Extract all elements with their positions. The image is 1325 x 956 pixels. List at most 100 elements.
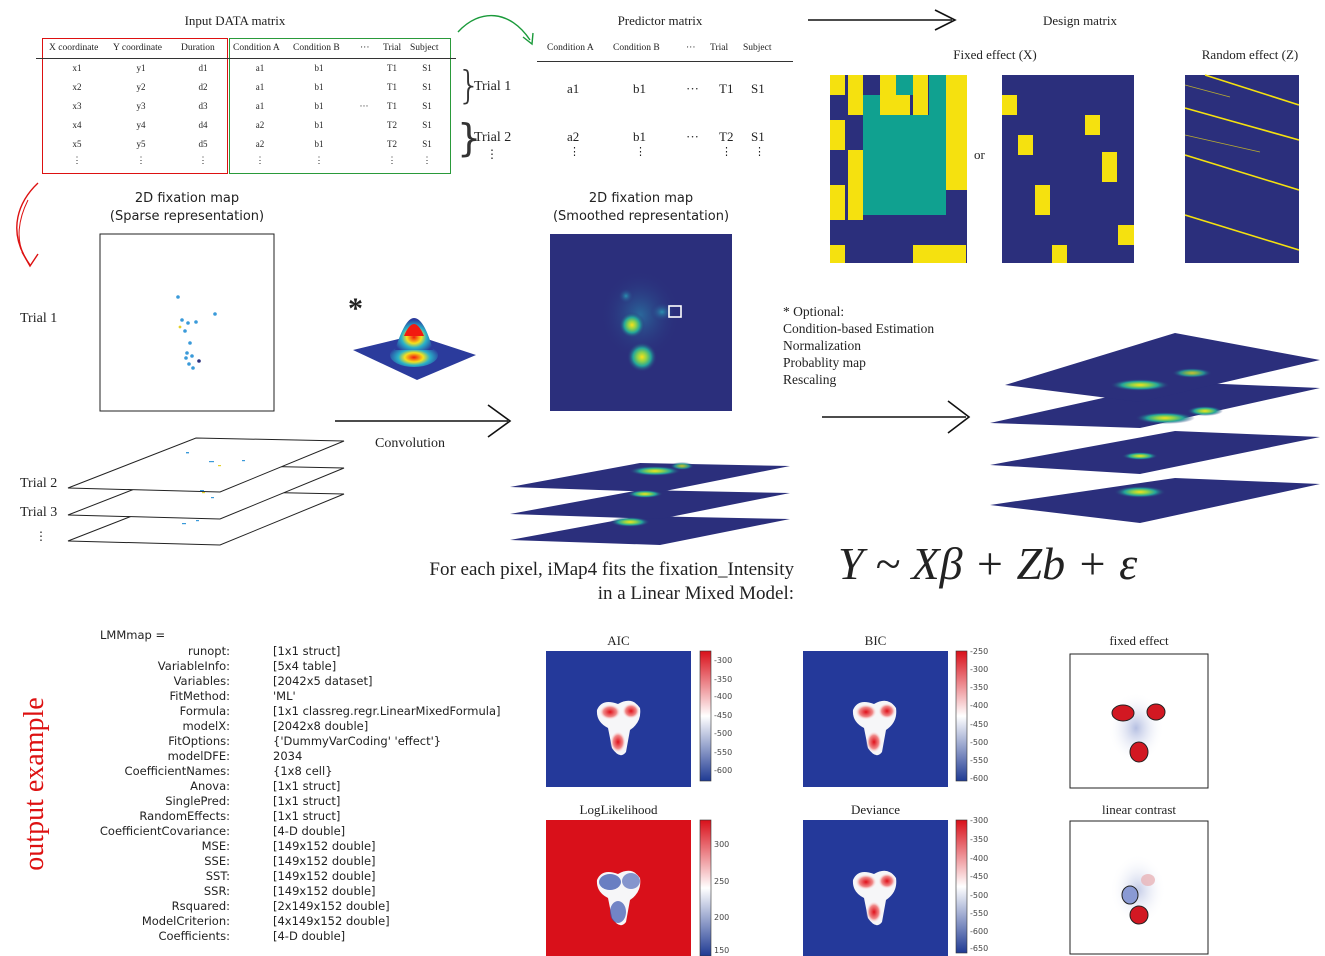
lmm-field-name: SinglePred: <box>165 794 230 808</box>
cell: b1 <box>633 81 646 96</box>
lmm-equation: Y ~ Xβ + Zb + ε <box>838 538 1138 589</box>
cell: ⋮ <box>387 155 397 165</box>
tick-label: -300 <box>970 665 989 674</box>
lmm-field-value: [4-D double] <box>273 929 346 943</box>
trial1-brace: } <box>457 63 482 107</box>
fit-text-line1: For each pixel, iMap4 fits the fixation_… <box>429 559 794 580</box>
lmm-field-value: 'ML' <box>273 689 296 703</box>
lmm-field-name: Formula: <box>179 704 230 718</box>
cell: ⋮ <box>255 155 265 165</box>
cell: x3 <box>72 101 82 111</box>
fixed-effect-panel-title: fixed effect <box>1109 633 1169 648</box>
lmm-field-name: modelDFE: <box>167 749 230 763</box>
lmm-field-value: [1x1 struct] <box>273 779 341 793</box>
tick-label: -550 <box>714 748 733 757</box>
tick-label: -600 <box>714 766 733 775</box>
tick-label: 150 <box>714 946 730 955</box>
lmm-field-name: Coefficients: <box>158 929 230 943</box>
lmm-field-name: FitMethod: <box>169 689 231 703</box>
tick-label: -600 <box>970 927 989 936</box>
cell: x2 <box>72 82 82 92</box>
trial-2-label: Trial 2 <box>20 476 58 491</box>
convolution-label: Convolution <box>375 436 446 451</box>
cell: a1 <box>255 101 265 111</box>
cell: S1 <box>422 63 432 73</box>
cell: T2 <box>387 120 397 130</box>
lmm-field-value: [4-D double] <box>273 824 346 838</box>
lmm-field-value: [2x149x152 double] <box>273 899 390 913</box>
lmm-field-value: [1x1 struct] <box>273 644 341 658</box>
tick-label: -350 <box>714 675 733 684</box>
lmm-field-name: SSE: <box>204 854 230 868</box>
cell: T2 <box>719 129 734 144</box>
tick-label: -400 <box>970 854 989 863</box>
cell: S1 <box>751 81 765 96</box>
lmm-field-value: [4x149x152 double] <box>273 914 390 928</box>
trial2-label: Trial 2 <box>474 130 512 145</box>
optional-item: Rescaling <box>783 372 837 387</box>
header-y: Y coordinate <box>113 43 162 53</box>
optional-item: Normalization <box>783 338 861 353</box>
cell: x1 <box>72 63 82 73</box>
tick-label: -550 <box>970 909 989 918</box>
lmm-field-name: Variables: <box>173 674 230 688</box>
optional-item: * Optional: <box>783 304 845 319</box>
lmm-field-name: RandomEffects: <box>139 809 230 823</box>
lmm-field-name: FitOptions: <box>168 734 230 748</box>
cell: S1 <box>422 82 432 92</box>
design-title: Design matrix <box>1042 13 1117 28</box>
predictor-title: Predictor matrix <box>617 13 703 28</box>
table-row: ⋮ ⋮ ⋮ ⋮ ⋮ ⋮ ⋮ <box>0 155 460 174</box>
lmm-field-value: [149x152 double] <box>273 854 376 868</box>
linear-contrast-title: linear contrast <box>1102 802 1176 817</box>
lmm-field-value: [2042x5 dataset] <box>273 674 373 688</box>
fixed-effect-title: Fixed effect (X) <box>953 47 1037 62</box>
tick-label: -500 <box>970 891 989 900</box>
tick-label: 250 <box>714 877 730 886</box>
lmm-field-name: VariableInfo: <box>157 659 230 673</box>
lmm-field-name: SST: <box>205 869 230 883</box>
pred-header-b: Condition B <box>613 43 660 53</box>
table-row: x1 y1 d1 a1 b1 T1 S1 <box>0 63 460 82</box>
cell: y2 <box>136 82 146 92</box>
cell: d4 <box>198 120 208 130</box>
tick-label: -300 <box>714 656 733 665</box>
tick-label: 200 <box>714 913 730 922</box>
header-cond-a: Condition A <box>233 43 280 53</box>
cell: b1 <box>314 63 324 73</box>
trial-more-dots: ⋮ <box>486 147 498 161</box>
tick-label: -500 <box>970 738 989 747</box>
table-row: x5 y5 d5 a2 b1 T2 S1 <box>0 139 460 158</box>
cell: T1 <box>387 63 397 73</box>
deviance-title: Deviance <box>850 802 901 817</box>
cell: ··· <box>686 129 699 144</box>
optional-item: Probablity map <box>783 355 866 370</box>
input-matrix-green-box <box>229 38 451 174</box>
cell: b1 <box>633 129 646 144</box>
input-matrix-title: Input DATA matrix <box>184 13 286 28</box>
trial-more-label: ⋮ <box>35 529 47 543</box>
tick-label: -300 <box>970 816 989 825</box>
cell: T1 <box>387 101 397 111</box>
trial2-brace: } <box>457 116 482 160</box>
lmm-field-value: {'DummyVarCoding' 'effect'} <box>273 734 442 748</box>
or-label: or <box>974 147 985 162</box>
optional-list: * Optional: Condition-based Estimation N… <box>783 303 934 388</box>
cell: S1 <box>422 101 432 111</box>
cell: a2 <box>255 139 265 149</box>
trial1-label: Trial 1 <box>474 79 512 94</box>
lmm-field-value: [149x152 double] <box>273 884 376 898</box>
lmm-field-name: MSE: <box>201 839 230 853</box>
header-ellipsis: ··· <box>360 43 370 53</box>
tick-label: -550 <box>970 756 989 765</box>
lmm-field-value: [1x1 struct] <box>273 794 341 808</box>
cell: x5 <box>72 139 82 149</box>
lmm-field-value: 2034 <box>273 749 303 763</box>
asterisk: * <box>348 292 363 325</box>
random-effect-title: Random effect (Z) <box>1201 47 1299 62</box>
lmm-field-name: Rsquared: <box>171 899 230 913</box>
cell: S1 <box>422 139 432 149</box>
cell: T1 <box>387 82 397 92</box>
cell: b1 <box>314 101 324 111</box>
